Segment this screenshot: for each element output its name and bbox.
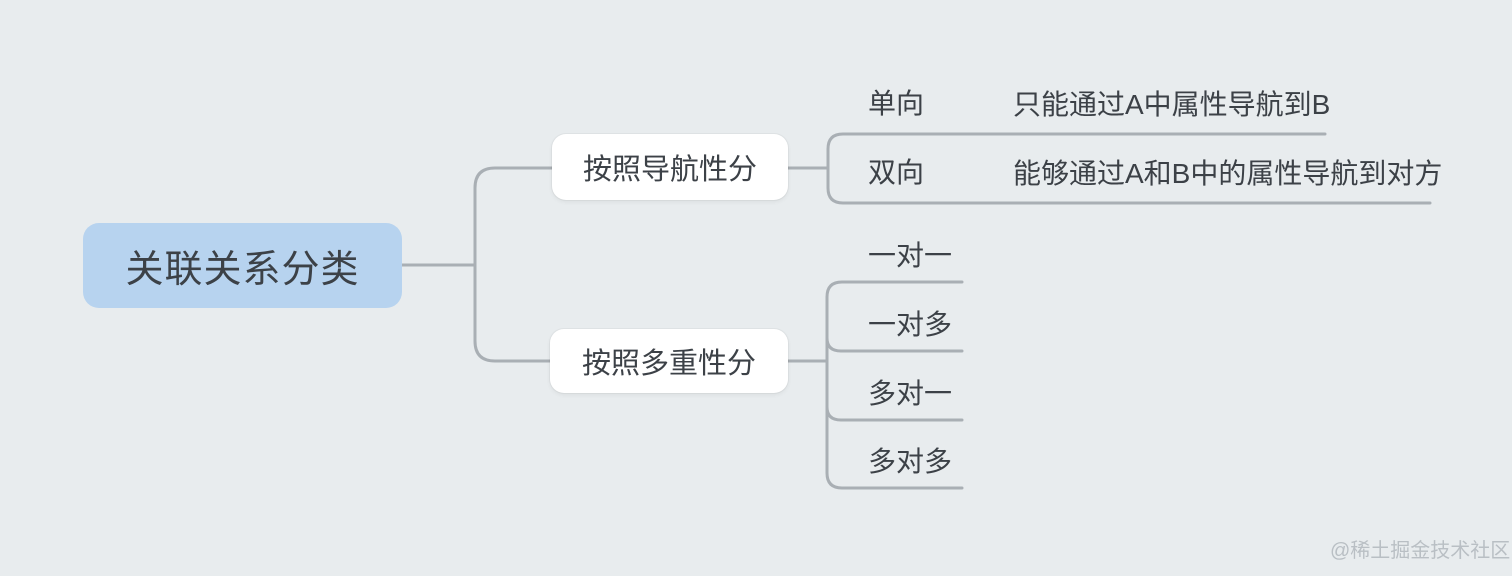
edge-root-spine (473, 166, 554, 363)
edge-branch2-child3 (825, 405, 964, 422)
root-node[interactable]: 关联关系分类 (83, 223, 402, 308)
branch-node-multiplicity[interactable]: 按照多重性分 (550, 329, 788, 393)
leaf-many-to-many[interactable]: 多对多 (868, 446, 953, 477)
leaf-one-to-many[interactable]: 一对多 (868, 309, 953, 340)
edge-branch2-child2 (825, 336, 964, 353)
edge-branch1-children (826, 132, 1432, 205)
leaf-two-way-note[interactable]: 能够通过A和B中的属性导航到对方 (1013, 158, 1443, 189)
leaf-many-to-one[interactable]: 多对一 (868, 378, 953, 409)
leaf-one-way-note[interactable]: 只能通过A中属性导航到B (1013, 89, 1331, 120)
watermark-text: @稀土掘金技术社区 (1330, 540, 1511, 562)
branch-node-navigability[interactable]: 按照导航性分 (552, 134, 788, 200)
edge-branch2-children-outer (825, 280, 964, 490)
leaf-two-way[interactable]: 双向 (868, 157, 925, 188)
leaf-one-to-one[interactable]: 一对一 (868, 240, 953, 271)
leaf-one-way[interactable]: 单向 (868, 88, 925, 119)
